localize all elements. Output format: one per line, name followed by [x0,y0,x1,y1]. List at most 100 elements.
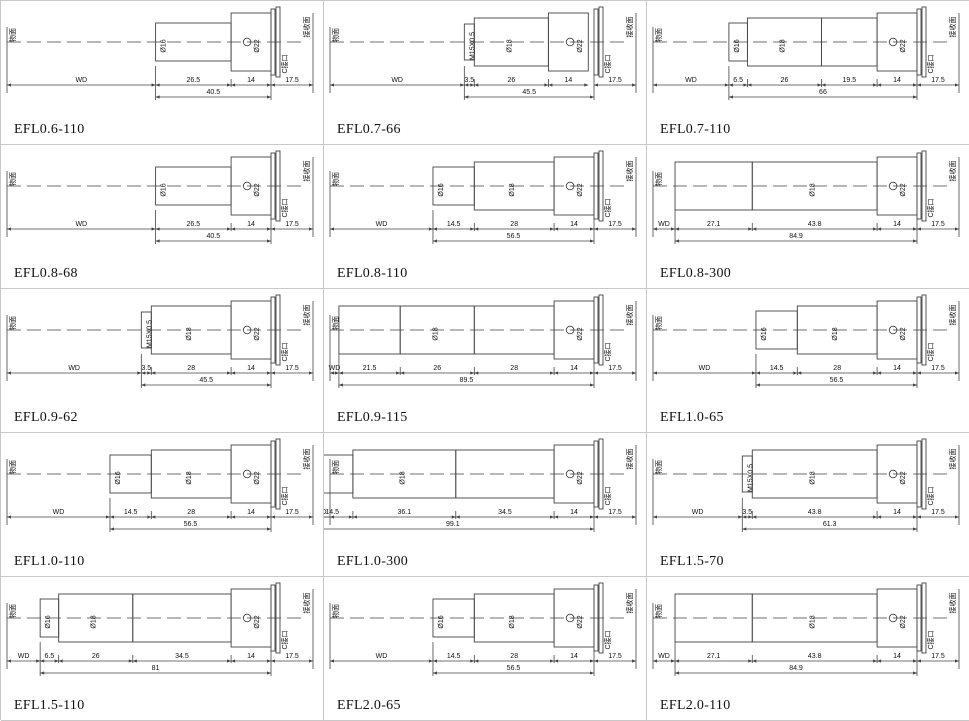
lens-body-section [547,12,589,72]
wd-label: WD [75,77,87,84]
object-plane-label: 物面 [654,28,663,42]
object-plane-label: 物面 [654,460,663,474]
segment-dimension-arrow-left [455,515,460,519]
object-plane-label: 物面 [654,172,663,186]
total-dimension-arrow-right [913,527,917,531]
extra-dimension-arrow-right [309,83,313,87]
wd-label: WD [376,221,388,228]
segment-length-label: 26.5 [187,77,201,84]
object-plane-label: 物面 [331,460,340,474]
segment-dimension-arrow-left [151,515,156,519]
body-diameter-label: Ø22 [900,39,907,52]
body-diameter-label: Ø22 [900,327,907,340]
flange-distance-label: 17.5 [285,77,299,84]
image-plane-label: 接收面 [625,305,634,326]
front-diameter-label: M15X0.5 [469,32,476,60]
mount-label: C接口 [603,54,612,73]
middle-diameter-label: Ø18 [810,615,817,628]
mount-label: C接口 [926,486,935,505]
mount-flange [916,8,922,76]
mount-label: C接口 [603,198,612,217]
segment-length-label: 28 [510,365,518,372]
segment-dimension-arrow-left [109,515,114,519]
segment-length-label: 28 [510,653,518,660]
total-length-label: 40.5 [206,89,220,96]
total-dimension-arrow-right [267,383,271,387]
segment-dimension-arrow-right [590,371,594,375]
extra-dimension-arrow-right [955,227,959,231]
segment-length-label: 43.8 [808,509,822,516]
lens-model-title: EFL0.7-110 [660,122,731,137]
extra-dimension-arrow-left [594,515,598,519]
total-dimension-arrow-left [464,95,469,99]
segment-dimension-arrow-right [748,227,753,231]
total-length-label: 45.5 [522,89,536,96]
extra-dimension-arrow-left [917,227,921,231]
object-plane-label: 物面 [8,460,17,474]
wd-dimension-arrow-left [330,83,334,87]
object-plane-label: 物面 [331,172,340,186]
wd-label: WD [692,509,704,516]
set-screw-icon [565,325,575,335]
mount-label: C接口 [926,54,935,73]
segment-length-label: 14.5 [770,365,784,372]
total-dimension-arrow-right [913,671,917,675]
total-length-label: 99.1 [446,521,460,528]
total-length-label: 61.3 [823,521,837,528]
wd-dimension-arrow-right [724,83,729,87]
segment-dimension-arrow-left [155,83,160,87]
object-plane-label: 物面 [8,172,17,186]
segment-length-label: 43.8 [808,221,822,228]
wd-label: WD [699,365,711,372]
mount-flange-outer [275,582,281,654]
total-dimension-arrow-right [913,383,917,387]
total-dimension-arrow-right [913,95,917,99]
image-plane-label: 接收面 [625,161,634,182]
extra-dimension-arrow-left [271,83,275,87]
total-dimension-arrow-right [913,239,917,243]
segment-length-label: 14 [247,365,255,372]
front-diameter-label: Ø16 [438,615,445,628]
mount-label: C接口 [280,342,289,361]
segment-length-label: 28 [187,509,195,516]
object-plane-label: 物面 [654,316,663,330]
segment-dimension-arrow-left [821,83,826,87]
total-length-label: 84.9 [789,665,803,672]
total-length-label: 56.5 [184,521,198,528]
extra-dimension-arrow-right [632,371,636,375]
segment-dimension-arrow-left [231,371,236,375]
body-diameter-label: Ø22 [900,183,907,196]
extra-dimension-arrow-right [632,227,636,231]
segment-dimension-arrow-right [267,83,271,87]
segment-dimension-arrow-right [227,83,232,87]
segment-dimension-arrow-right [54,659,59,663]
segment-dimension-arrow-right [396,371,401,375]
segment-dimension-arrow-left [755,371,760,375]
segment-dimension-arrow-right [550,371,555,375]
lens-cell: 物面接收面Ø16Ø18Ø22C接口WD14.536.134.51417.599.… [324,433,647,577]
flange-distance-label: 17.5 [931,653,945,660]
segment-length-label: 14 [893,221,901,228]
segment-dimension-arrow-left [464,83,469,87]
wd-label: WD [658,653,670,660]
image-plane-label: 接收面 [625,449,634,470]
lens-model-title: EFL0.8-110 [337,266,408,281]
lens-drawing: 物面接收面Ø16Ø18Ø22C接口WD14.536.134.51417.599.… [324,438,637,532]
segment-length-label: 14 [893,365,901,372]
body-diameter-label: Ø22 [900,615,907,628]
front-diameter-label: M15X0.5 [146,320,153,348]
middle-diameter-label: Ø18 [399,471,406,484]
segment-dimension-arrow-left [474,83,479,87]
segment-dimension-arrow-right [128,659,133,663]
flange-distance-label: 17.5 [608,365,622,372]
segment-dimension-arrow-right [913,83,917,87]
